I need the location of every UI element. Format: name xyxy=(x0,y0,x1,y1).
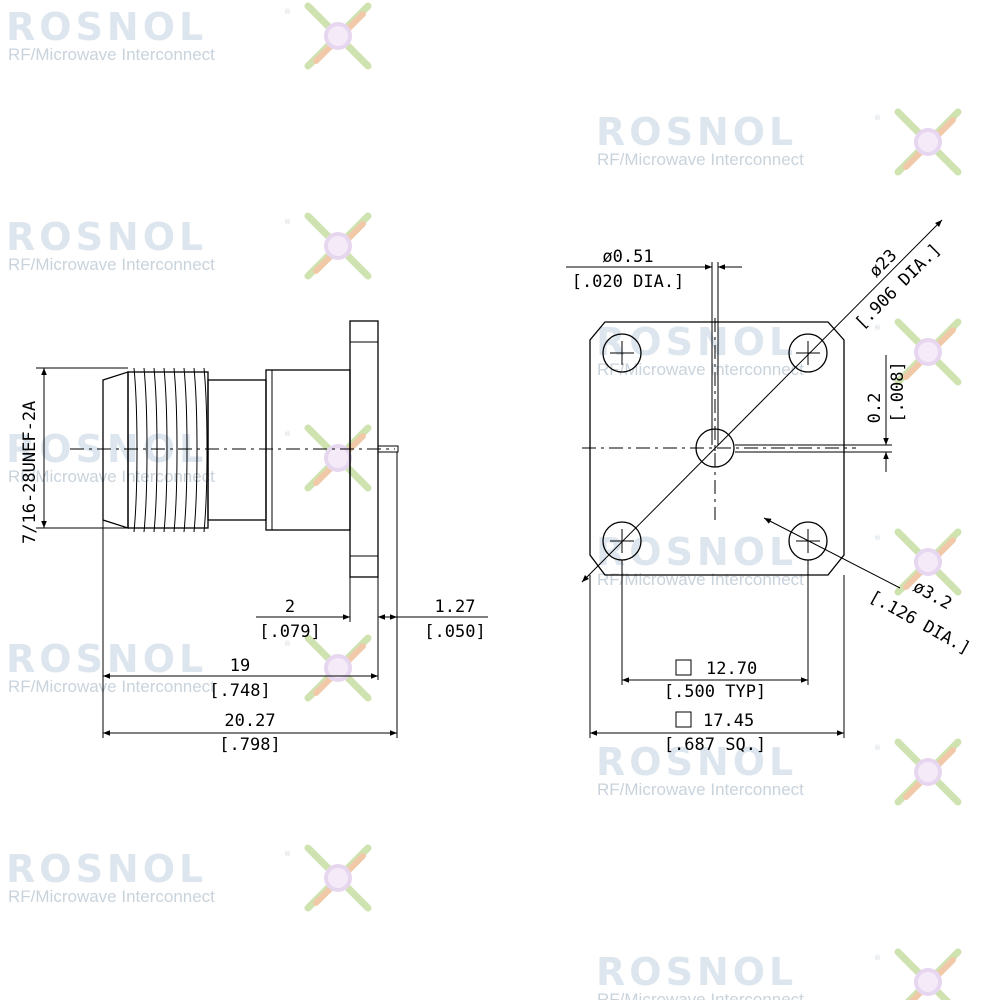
dim-hole-spacing-inch: [.500 TYP] xyxy=(664,682,766,702)
watermark-brand: ROSNOL xyxy=(6,637,207,681)
watermark-tagline: RF/Microwave Interconnect xyxy=(8,45,215,64)
watermark-registered: ® xyxy=(874,954,881,962)
watermark-9: ROSNOL ® RF/Microwave Interconnect xyxy=(6,847,368,908)
watermark-logo-icon xyxy=(308,6,368,66)
watermark-3: ROSNOL ® RF/Microwave Interconnect xyxy=(6,215,368,276)
watermark-registered: ® xyxy=(284,8,291,16)
dim-flange-size-inch: [.687 SQ.] xyxy=(664,735,766,755)
watermark-brand: ROSNOL xyxy=(6,847,207,891)
watermark-registered: ® xyxy=(874,324,881,332)
watermark-brand: ROSNOL xyxy=(6,215,207,259)
watermark-brand: ROSNOL xyxy=(596,320,797,364)
watermark-registered: ® xyxy=(874,744,881,752)
front-view: ø0.51 [.020 DIA.] ø23 [.906 DIA.] 0.2 [.… xyxy=(566,219,974,755)
thread-spec-label: 7/16-28UNEF-2A xyxy=(20,401,40,544)
watermark-tagline: RF/Microwave Interconnect xyxy=(597,780,804,799)
watermark-registered: ® xyxy=(284,850,291,858)
thread-dimension: 7/16-28UNEF-2A xyxy=(20,367,128,544)
watermark-tagline: RF/Microwave Interconnect xyxy=(597,570,804,589)
square-symbol-icon xyxy=(675,659,692,676)
watermark-brand: ROSNOL xyxy=(6,5,207,49)
watermark-layer: ROSNOL ® RF/Microwave Interconnect ROSNO… xyxy=(6,5,958,1000)
dim-pin-length: 1.27 [.050] xyxy=(380,597,488,642)
watermark-registered: ® xyxy=(284,430,291,438)
watermark-registered: ® xyxy=(874,114,881,122)
watermark-logo-icon xyxy=(898,112,958,172)
watermark-brand: ROSNOL xyxy=(596,110,797,154)
side-view: 7/16-28UNEF-2A 2 [.079] 1.27 [.050] 19 [… xyxy=(20,320,488,755)
dim-offset-value: 0.2 xyxy=(865,393,885,424)
watermark-logo-icon xyxy=(308,216,368,276)
square-symbol-icon xyxy=(675,711,692,728)
watermark-6: ROSNOL ® RF/Microwave Interconnect xyxy=(596,530,958,592)
watermark-logo-icon xyxy=(898,742,958,802)
dim-pin-dia-inch: [.020 DIA.] xyxy=(572,272,685,292)
watermark-10: ROSNOL ® RF/Microwave Interconnect xyxy=(596,950,958,1000)
dim-overall-value: 20.27 xyxy=(224,711,275,731)
dim-overall-inch: [.798] xyxy=(219,735,280,755)
watermark-1: ROSNOL ® RF/Microwave Interconnect xyxy=(6,5,368,66)
dim-overall-length: 20.27 [.798] xyxy=(103,711,397,755)
dim-flange-size: 17.45 [.687 SQ.] xyxy=(590,711,844,755)
watermark-tagline: RF/Microwave Interconnect xyxy=(8,887,215,906)
dim-to-flange-value: 19 xyxy=(230,656,250,676)
watermark-brand: ROSNOL xyxy=(596,950,797,994)
watermark-tagline: RF/Microwave Interconnect xyxy=(597,990,804,1000)
watermark-logo-icon xyxy=(898,952,958,1000)
watermark-logo-icon xyxy=(308,428,368,488)
watermark-tagline: RF/Microwave Interconnect xyxy=(8,677,215,696)
watermark-7: ROSNOL ® RF/Microwave Interconnect xyxy=(6,637,368,698)
dim-to-flange-inch: [.748] xyxy=(209,681,270,701)
dim-flange-thk-inch: [.079] xyxy=(259,622,320,642)
watermark-2: ROSNOL ® RF/Microwave Interconnect xyxy=(596,110,958,172)
dim-pin-inch: [.050] xyxy=(424,622,485,642)
dim-flange-thickness: 2 [.079] xyxy=(256,597,394,642)
watermark-logo-icon xyxy=(308,638,368,698)
watermark-brand: ROSNOL xyxy=(596,740,797,784)
watermark-8: ROSNOL ® RF/Microwave Interconnect xyxy=(596,740,958,802)
watermark-tagline: RF/Microwave Interconnect xyxy=(597,360,804,379)
watermark-registered: ® xyxy=(284,218,291,226)
dim-pin-dia-value: ø0.51 xyxy=(602,247,653,267)
dim-hole-spacing-value: 12.70 xyxy=(706,659,757,679)
watermark-logo-icon xyxy=(308,848,368,908)
dim-pin-value: 1.27 xyxy=(435,597,476,617)
dim-offset-inch: [.008] xyxy=(888,361,908,422)
dim-flange-thk-value: 2 xyxy=(285,597,295,617)
watermark-registered: ® xyxy=(284,640,291,648)
watermark-tagline: RF/Microwave Interconnect xyxy=(8,467,215,486)
watermark-brand: ROSNOL xyxy=(596,530,797,574)
dim-to-flange: 19 [.748] xyxy=(103,656,378,701)
dim-flange-size-value: 17.45 xyxy=(703,711,754,731)
watermark-tagline: RF/Microwave Interconnect xyxy=(8,255,215,274)
thread-lines xyxy=(133,367,208,533)
dim-offset: 0.2 [.008] xyxy=(735,355,908,472)
watermark-tagline: RF/Microwave Interconnect xyxy=(597,150,804,169)
watermark-registered: ® xyxy=(874,534,881,542)
dim-hole-spacing: 12.70 [.500 TYP] xyxy=(622,659,808,702)
